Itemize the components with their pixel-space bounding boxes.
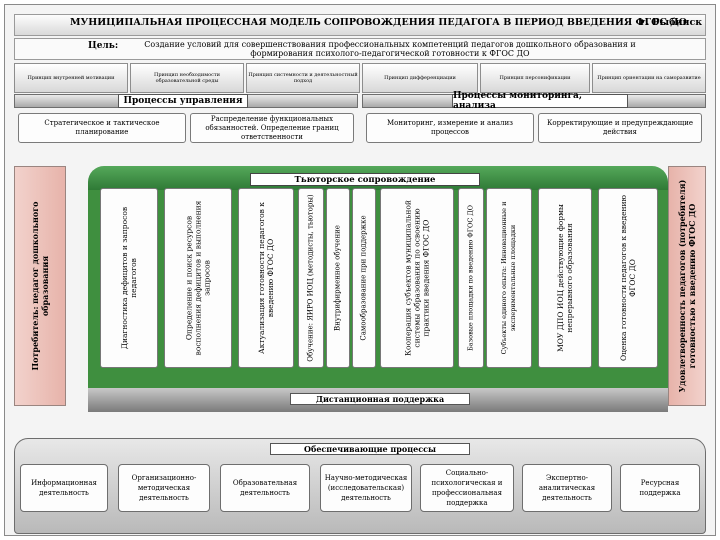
tutor-card: Субъекты единого опыта: Инновационные и …: [486, 188, 532, 368]
principle-box: Принцип дифференциации: [362, 63, 478, 93]
distance-label: Дистанционная поддержка: [290, 393, 470, 405]
support-item: Социально-психологическая и профессионал…: [420, 464, 514, 512]
management-label: Процессы управления: [118, 94, 248, 108]
tutor-card: Диагностика дефицитов и запросов педагог…: [100, 188, 158, 368]
tutor-card: Оценка готовности педагогов к введению Ф…: [598, 188, 658, 368]
consumer-label: Потребитель: педагог дошкольного образов…: [30, 201, 50, 371]
principle-box: Принцип необходимости образовательной ср…: [130, 63, 244, 93]
monitoring-label: Процессы мониторинга, анализа: [452, 91, 628, 111]
tutor-card: Обучение: ЯИРО ИОЦ (методисты, тьюторы): [298, 188, 324, 368]
principle-box: Принцип персонификации: [480, 63, 590, 93]
support-item: Образовательная деятельность: [220, 464, 310, 512]
management-item: Распределение функциональных обязанносте…: [190, 113, 354, 143]
goal-box: [14, 38, 706, 60]
monitoring-item: Мониторинг, измерение и анализ процессов: [366, 113, 534, 143]
tutor-card: Базовые площадки по введению ФГОС ДО: [458, 188, 484, 368]
tutor-card: Внутрифирменное обучение: [326, 188, 350, 368]
satisfaction-label: Удовлетворенность педагогов (потребителя…: [677, 179, 697, 393]
principle-box: Принцип ориентации на саморазвитие: [592, 63, 706, 93]
monitoring-item: Корректирующие и предупреждающие действи…: [538, 113, 702, 143]
support-label: Обеспечивающие процессы: [270, 443, 470, 455]
support-item: Ресурсная поддержка: [620, 464, 700, 512]
support-item: Научно-методическая (исследовательская) …: [320, 464, 412, 512]
tutor-card: Актуализация готовности педагогов к введ…: [238, 188, 294, 368]
tutor-card: Кооперация субъектов муниципальной систе…: [380, 188, 454, 368]
goal-label: Цель:: [88, 41, 119, 51]
consumer-sidebar: Потребитель: педагог дошкольного образов…: [14, 166, 66, 406]
support-item: Экспертно-аналитическая деятельность: [522, 464, 612, 512]
diagram-title: МУНИЦИПАЛЬНАЯ ПРОЦЕССНАЯ МОДЕЛЬ СОПРОВОЖ…: [70, 17, 687, 28]
tutor-label: Тьюторское сопровождение: [250, 173, 480, 186]
principle-box: Принцип внутренней мотивации: [14, 63, 128, 93]
city-label: г. Рыбинск: [640, 17, 703, 28]
tutor-card: Определение и поиск ресурсов восполнения…: [164, 188, 232, 368]
tutor-card: МОУ ДПО ИОЦ действующие формы непрерывно…: [538, 188, 592, 368]
header-bar: [14, 14, 706, 36]
management-item: Стратегическое и тактическое планировани…: [18, 113, 186, 143]
principle-box: Принцип системности и деятельностный под…: [246, 63, 360, 93]
support-item: Организационно-методическая деятельность: [118, 464, 210, 512]
satisfaction-sidebar: Удовлетворенность педагогов (потребителя…: [668, 166, 706, 406]
support-item: Информационная деятельность: [20, 464, 108, 512]
goal-text: Создание условий для совершенствования п…: [144, 40, 636, 58]
tutor-card: Самообразование при поддержке: [352, 188, 376, 368]
